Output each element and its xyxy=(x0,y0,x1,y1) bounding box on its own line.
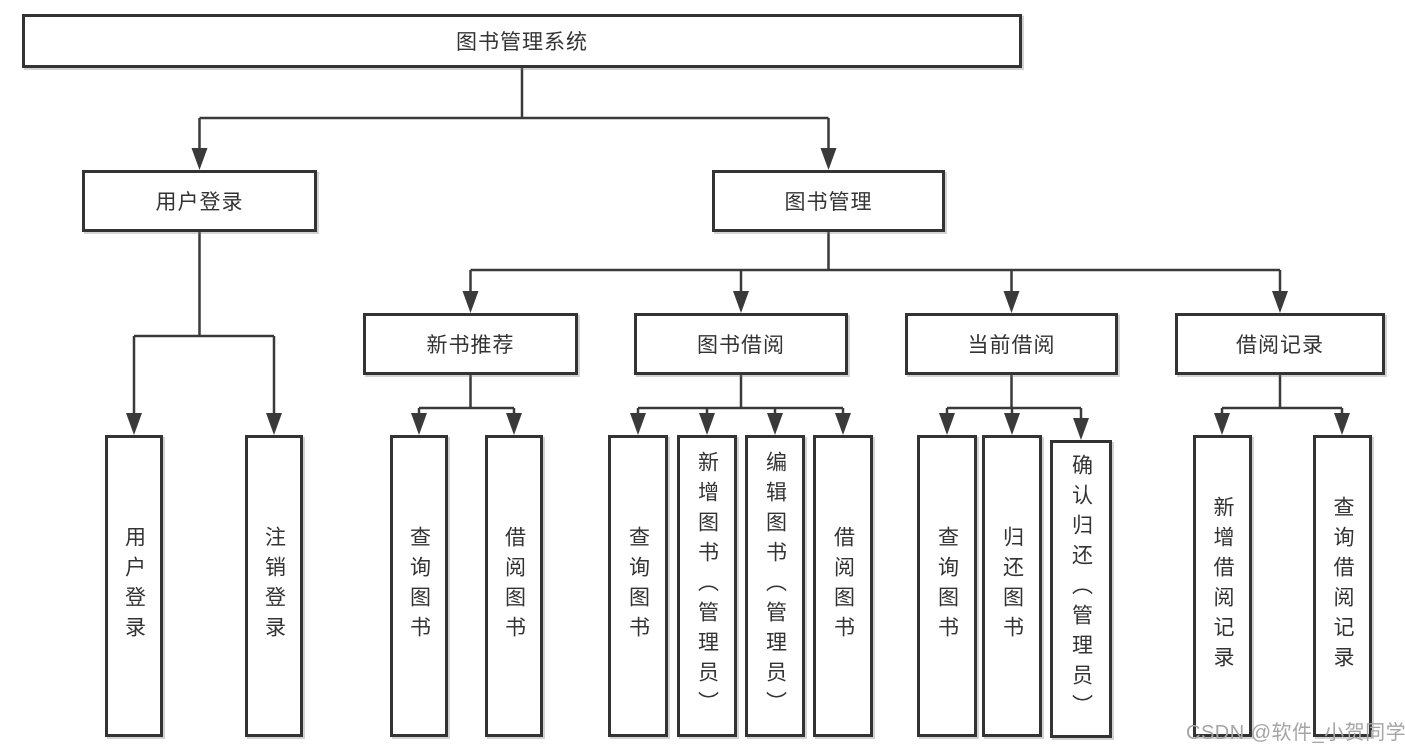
node-user-login: 用户登录 xyxy=(82,170,317,232)
node-book-management: 图书管理 xyxy=(712,170,945,232)
leaf-newrec-query-book: 查询图书 xyxy=(390,435,448,737)
leaf-borrow-query-book: 查询图书 xyxy=(608,435,668,737)
connector-userlogin-to-leaves xyxy=(132,232,276,415)
node-current-borrow: 当前借阅 xyxy=(905,313,1118,375)
connector-bookmgmt-to-level3 xyxy=(469,232,1282,293)
connector-root-to-level2 xyxy=(198,68,830,150)
node-root-system: 图书管理系统 xyxy=(22,14,1022,68)
leaf-records-add-record: 新增借阅记录 xyxy=(1193,435,1252,737)
csdn-watermark: CSDN @软件_小贺同学 xyxy=(1186,722,1405,744)
connector-bookborrow-to-leaves xyxy=(636,375,845,416)
leaf-borrow-borrow-book: 借阅图书 xyxy=(813,435,873,737)
leaf-current-return-book: 归还图书 xyxy=(982,435,1042,737)
node-borrow-records: 借阅记录 xyxy=(1175,313,1385,375)
connector-newbook-to-leaves xyxy=(417,375,516,416)
leaf-current-confirm-return-admin: 确认归还（管理员） xyxy=(1050,440,1112,738)
node-book-borrow: 图书借阅 xyxy=(634,313,848,375)
leaf-user-login: 用户登录 xyxy=(105,435,163,737)
leaf-logout: 注销登录 xyxy=(245,435,303,737)
arrowheads xyxy=(126,148,1350,440)
leaf-newrec-borrow-book: 借阅图书 xyxy=(485,435,543,737)
connector-currentborrow-to-leaves xyxy=(945,375,1083,421)
leaf-records-query-record: 查询借阅记录 xyxy=(1313,435,1372,737)
node-new-book-recommend: 新书推荐 xyxy=(363,313,578,375)
connector-records-to-leaves xyxy=(1220,375,1344,416)
leaf-borrow-add-book-admin: 新增图书（管理员） xyxy=(677,435,737,737)
leaf-borrow-edit-book-admin: 编辑图书（管理员） xyxy=(745,435,805,737)
leaf-current-query-book: 查询图书 xyxy=(917,435,977,737)
